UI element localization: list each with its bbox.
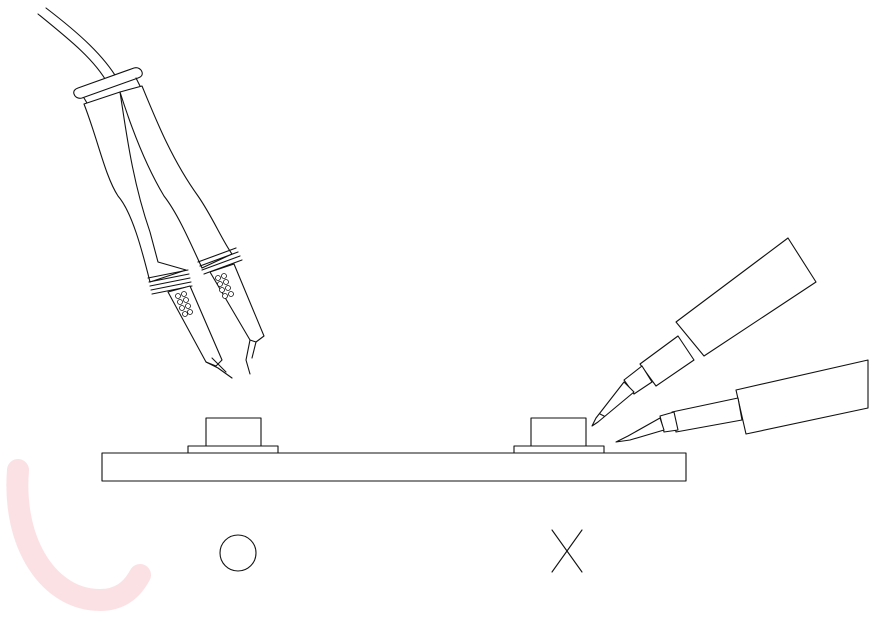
perforation-right bbox=[215, 273, 234, 299]
incorrect-mark-x bbox=[551, 529, 583, 573]
chip-component-left bbox=[187, 417, 279, 454]
correct-mark-circle bbox=[219, 534, 257, 572]
tweezer-soldering-iron bbox=[37, 7, 265, 379]
perforation-left bbox=[175, 291, 193, 317]
soldering-iron-lower bbox=[615, 359, 869, 443]
tweezer-cap bbox=[73, 67, 143, 99]
watermark-logo bbox=[6, 459, 151, 612]
iron-cable bbox=[37, 13, 109, 85]
chip-component-right bbox=[513, 417, 605, 454]
soldering-iron-upper bbox=[591, 237, 817, 427]
dual-soldering-irons bbox=[591, 237, 869, 443]
tweezer-right-tip bbox=[209, 263, 265, 343]
tweezer-right-arm bbox=[119, 85, 233, 269]
tweezer-left-arm bbox=[83, 91, 187, 283]
pcb-board bbox=[101, 452, 687, 482]
grip-rings-left bbox=[147, 269, 193, 295]
